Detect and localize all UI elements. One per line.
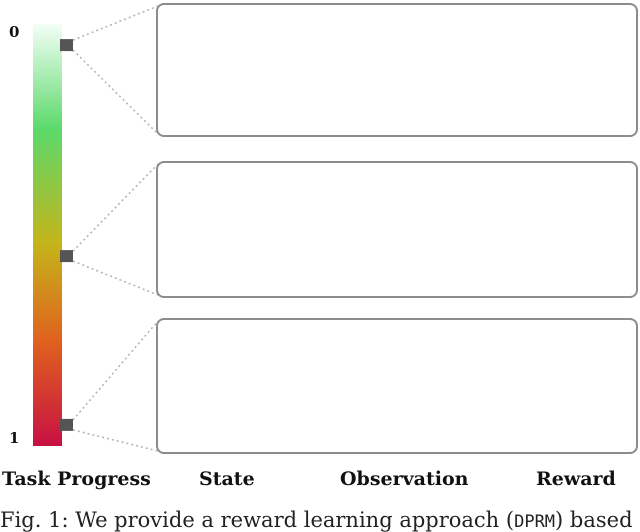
stage-panel-1 <box>156 3 638 137</box>
connector-line-top-2 <box>72 163 159 252</box>
connector-line-bottom-1 <box>72 49 159 135</box>
caption-suffix: ) based <box>555 508 633 532</box>
column-label-observation: Observation <box>340 468 469 490</box>
connector-line-bottom-2 <box>72 260 159 296</box>
progress-end-label: 1 <box>9 429 20 447</box>
column-label-state: State <box>199 468 255 490</box>
progress-start-label: 0 <box>9 23 20 41</box>
connector-line-top-1 <box>72 5 159 41</box>
progress-marker-1 <box>60 39 73 52</box>
column-label-task-progress: Task Progress <box>2 468 151 490</box>
connector-line-bottom-3 <box>72 429 159 452</box>
caption-prefix: Fig. 1: We provide a reward learning app… <box>0 508 515 532</box>
column-label-reward: Reward <box>536 468 616 490</box>
progress-marker-3 <box>60 418 73 431</box>
stage-panel-2 <box>156 161 638 298</box>
figure-caption: Fig. 1: We provide a reward learning app… <box>0 508 633 532</box>
progress-markers <box>60 5 159 452</box>
caption-method: DPRM <box>514 512 556 532</box>
progress-marker-2 <box>60 250 73 263</box>
connector-line-top-3 <box>72 320 159 421</box>
task-progress-bar <box>33 24 62 446</box>
stage-panel-3 <box>156 318 638 454</box>
